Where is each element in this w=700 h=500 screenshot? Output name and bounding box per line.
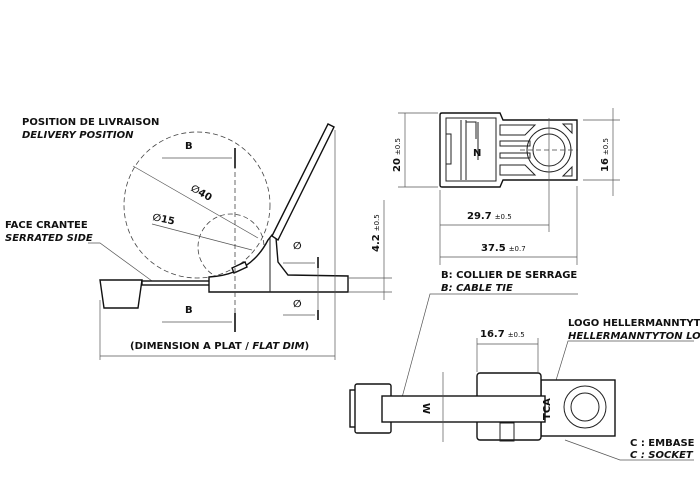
tie-strap <box>381 395 546 423</box>
tie-arm <box>271 123 335 242</box>
serrated-side-fr: FACE CRANTEE <box>5 220 88 231</box>
delivery-position-fr: POSITION DE LIVRAISON <box>22 117 159 128</box>
bottom-view: 16.7±0.5 TCA W <box>349 329 616 442</box>
dim-37-5-label: 37.5±0.7 <box>481 243 526 254</box>
side-view: POSITION DE LIVRAISON DELIVERY POSITION … <box>5 117 392 360</box>
height-dimension-label: 4.2±0.5 <box>371 214 382 252</box>
dia-40-circle <box>123 131 271 279</box>
socket-leader <box>564 439 694 461</box>
logo-label-fr: LOGO HELLERMANNTYTON <box>568 318 700 329</box>
dim-29-7-label: 29.7±0.5 <box>467 211 512 222</box>
section-b-top-label: B <box>185 141 193 152</box>
tie-strip <box>141 280 211 286</box>
cable-tie-label-en: B: CABLE TIE <box>441 283 513 294</box>
height-16-label: 16±0.5 <box>600 138 611 172</box>
logo-mark-bottom: TCA <box>542 398 553 420</box>
dia-symbol-bottom: ∅ <box>293 299 302 310</box>
delivery-position-en: DELIVERY POSITION <box>22 130 134 141</box>
cable-tie-label-fr: B: COLLIER DE SERRAGE <box>441 270 577 281</box>
dia-15-dimension-line <box>151 223 253 251</box>
dia-40-label: ∅40 <box>189 183 214 204</box>
dim-16-7-label: 16.7±0.5 <box>480 329 525 340</box>
pawl <box>231 261 248 274</box>
socket-label-en: C : SOCKET <box>630 450 694 461</box>
dia-15-label: ∅15 <box>151 212 175 227</box>
serrated-leader <box>88 242 153 282</box>
top-view: N 20±0.5 16±0.5 29.7±0.5 37.5±0.7 <box>392 108 620 265</box>
logo-label-en: HELLERMANNTYTON LOGO <box>568 331 700 342</box>
tie-tab <box>99 279 143 309</box>
section-b-bottom-label: B <box>185 305 193 316</box>
flat-dimension-label: (DIMENSION A PLAT / FLAT DIM) <box>130 341 309 352</box>
height-20-label: 20±0.5 <box>392 138 403 172</box>
serrated-side-en: SERRATED SIDE <box>5 233 93 244</box>
socket-ring-bottom <box>563 385 607 429</box>
logo-mark-top: N <box>473 148 481 159</box>
dia-40-dimension-line <box>132 165 259 239</box>
socket-label-fr: C : EMBASE <box>630 438 695 449</box>
cable-tie-leader <box>399 293 578 406</box>
socket-top-outline <box>439 112 578 188</box>
dia-symbol-top: ∅ <box>293 241 302 252</box>
socket-side-profile <box>208 234 349 293</box>
w-label: W <box>420 403 431 414</box>
